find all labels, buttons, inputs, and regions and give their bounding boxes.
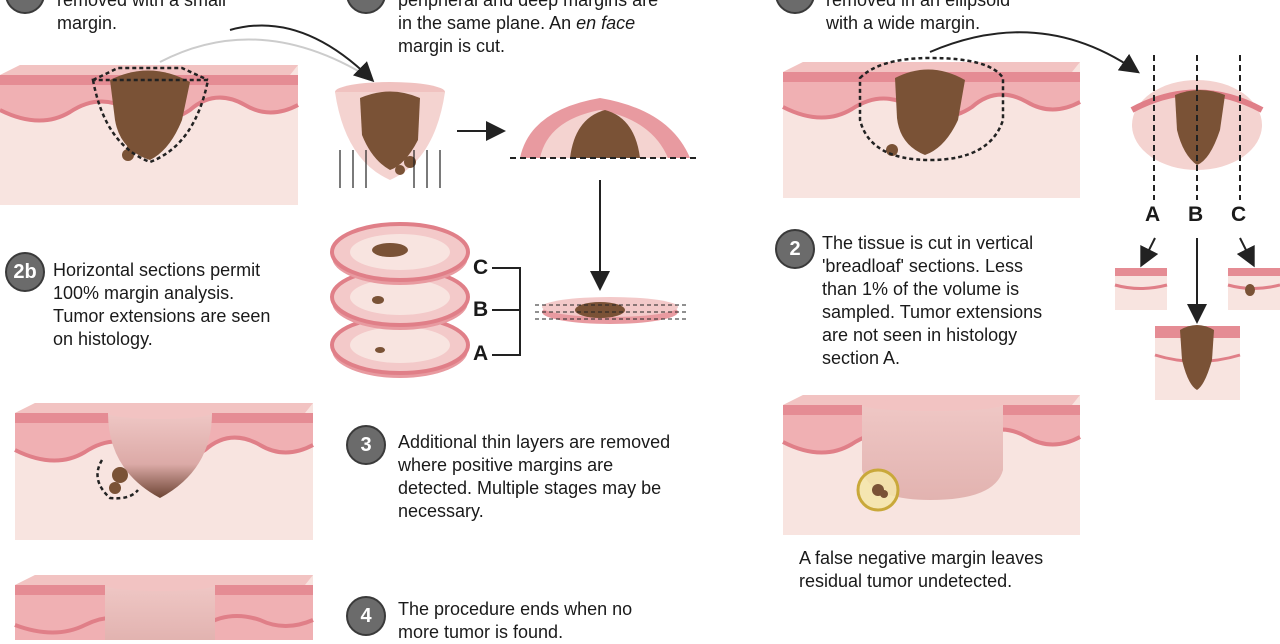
step-4-badge: 4 [346, 596, 386, 636]
flattened-specimen [510, 98, 698, 159]
thin-section [535, 297, 688, 324]
mohs-step2b-line4: on histology. [53, 329, 153, 349]
mohs-step1-line2: margin. [57, 13, 118, 33]
step-3-badge: 3 [346, 425, 386, 465]
section-label-a: A [473, 342, 489, 365]
histology-section-c [1227, 268, 1280, 310]
mohs-step4-text: The procedure ends when no more tumor is… [398, 598, 632, 644]
conv-step2-line6: section A. [822, 348, 901, 368]
conv-step2-text: The tissue is cut in vertical 'breadloaf… [822, 232, 1042, 370]
section-label-c: C [473, 256, 489, 279]
mohs-step2a-line2: in the same plane. An [398, 13, 572, 33]
conv-excised-specimen [1130, 55, 1264, 200]
section-label-b: B [473, 298, 489, 321]
cut-label-c: C [1231, 203, 1247, 226]
false-negative-text: A false negative margin leaves residual … [799, 547, 1043, 593]
mohs-skin-block-4 [14, 575, 314, 640]
mohs-step4-line1: The procedure ends when no [398, 599, 633, 619]
mohs-step3-line2: where positive margins are [398, 455, 614, 475]
excised-specimen [335, 82, 445, 188]
mohs-step4-line2: more tumor is found. [398, 622, 564, 642]
conv-skin-block-residual [782, 395, 1081, 535]
conv-step2-line4: sampled. Tumor extensions [822, 302, 1043, 322]
conv-step2-line3: than 1% of the volume is [822, 279, 1020, 299]
mohs-step2b-line1: Horizontal sections permit [53, 260, 261, 280]
mohs-step2b-line2: 100% margin analysis. [53, 283, 235, 303]
conv-step2-line1: The tissue is cut in vertical [822, 233, 1034, 253]
false-negative-line2: residual tumor undetected. [799, 571, 1013, 591]
stacked-sections [330, 222, 521, 378]
conv-step1-text: removed in an ellipsoid with a wide marg… [826, 0, 1010, 35]
mohs-step3-line4: necessary. [398, 501, 484, 521]
mohs-step3-line3: detected. Multiple stages may be [398, 478, 662, 498]
conv-step2-line5: are not seen in histology [822, 325, 1018, 345]
mohs-step3-text: Additional thin layers are removed where… [398, 431, 670, 523]
histology-section-a [1114, 268, 1168, 310]
step-2-badge: 2 [775, 229, 815, 269]
mohs-step3-line1: Additional thin layers are removed [398, 432, 671, 452]
false-negative-line1: A false negative margin leaves [799, 548, 1044, 568]
mohs-step2b-text: Horizontal sections permit 100% margin a… [53, 259, 270, 351]
conv-step2-line2: 'breadloaf' sections. Less [822, 256, 1023, 276]
conv-skin-block-1 [782, 56, 1081, 198]
mohs-step1-line1: removed with a small [57, 0, 227, 10]
conv-step1-line2: with a wide margin. [826, 13, 981, 33]
mohs-step2a-enface: en face [576, 13, 636, 33]
step-2b-badge: 2b [5, 252, 45, 292]
mohs-skin-block-1 [0, 65, 299, 205]
conv-step1-line1: removed in an ellipsoid [826, 0, 1011, 10]
histology-section-b [1154, 325, 1241, 400]
mohs-step2a-line1: peripheral and deep margins are [398, 0, 659, 10]
mohs-step1-text: removed with a small margin. [57, 0, 226, 35]
mohs-step2b-line3: Tumor extensions are seen [53, 306, 271, 326]
mohs-skin-block-3 [14, 403, 314, 540]
cut-label-a: A [1145, 203, 1161, 226]
mohs-step2a-text: peripheral and deep margins are in the s… [398, 0, 658, 58]
cut-label-b: B [1188, 203, 1204, 226]
mohs-step2a-line3: margin is cut. [398, 36, 506, 56]
